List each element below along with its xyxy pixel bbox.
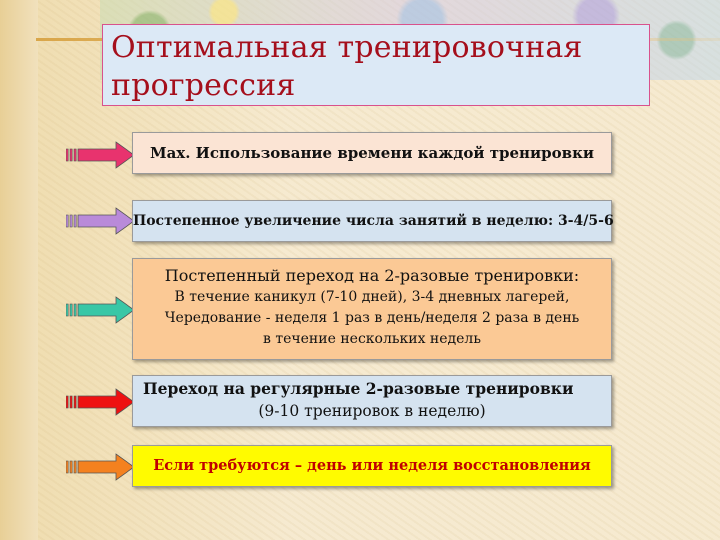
- step-3-heading: Постепенный переход на 2-разовые трениро…: [164, 266, 580, 285]
- step-3-line-2: Чередование - неделя 1 раз в день/неделя…: [164, 310, 580, 326]
- step-3-line-3: в течение нескольких недель: [263, 331, 481, 347]
- arrow-step-1-icon: [66, 141, 135, 169]
- slide-title-line-1: Оптимальная тренировочная: [111, 30, 583, 65]
- step-1-text: Max. Использование времени каждой тренир…: [149, 144, 595, 162]
- step-box-2: Постепенное увеличение числа занятий в н…: [132, 200, 614, 242]
- arrow-step-2-icon: [66, 207, 135, 235]
- step-box-4: Переход на регулярные 2-разовые трениров…: [132, 375, 612, 427]
- step-2-text: Постепенное увеличение числа занятий в н…: [133, 213, 614, 229]
- slide-title-line-2: прогрессия: [111, 68, 296, 103]
- step-box-5: Если требуются – день или неделя восстан…: [132, 445, 612, 487]
- step-4-subtext: (9-10 тренировок в неделю): [258, 402, 486, 420]
- arrow-step-3-icon: [66, 296, 135, 324]
- slide-title-box: Оптимальная тренировочная прогрессия: [102, 24, 650, 106]
- step-5-text: Если требуются – день или неделя восстан…: [153, 457, 591, 474]
- arrow-step-5-icon: [66, 453, 135, 481]
- step-box-3: Постепенный переход на 2-разовые трениро…: [132, 258, 612, 360]
- step-3-line-1: В течение каникул (7-10 дней), 3-4 дневн…: [174, 289, 570, 305]
- left-border-band: [0, 0, 38, 540]
- step-box-1: Max. Использование времени каждой тренир…: [132, 132, 612, 174]
- arrow-step-4-icon: [66, 388, 135, 416]
- step-4-heading: Переход на регулярные 2-разовые трениров…: [143, 379, 574, 398]
